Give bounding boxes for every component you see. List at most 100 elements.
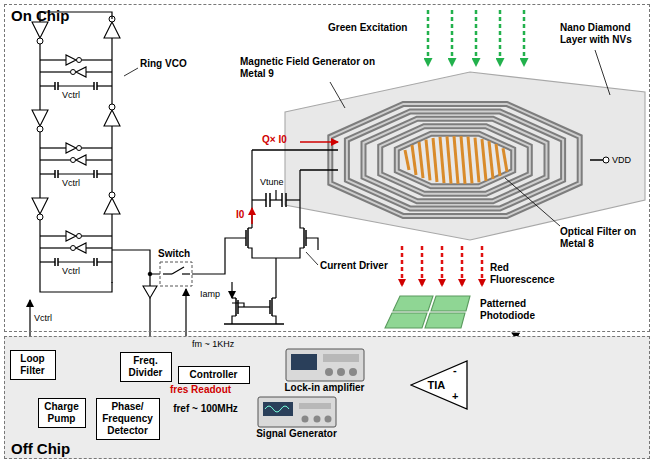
part-label: Patterned Photodiode bbox=[480, 298, 560, 322]
inverter-symbol bbox=[66, 231, 76, 241]
ground-symbol bbox=[224, 323, 284, 324]
node-label: Loop Filter bbox=[14, 353, 52, 377]
part-label: Vctrl bbox=[62, 177, 80, 189]
wire bbox=[82, 147, 112, 148]
wire bbox=[275, 190, 276, 200]
wire bbox=[97, 173, 112, 174]
part-label: fres Readout bbox=[170, 384, 231, 396]
fluorescence-arrow bbox=[441, 246, 444, 286]
process-box: Freq. Divider bbox=[120, 352, 172, 382]
switch-symbol bbox=[172, 267, 184, 274]
wire bbox=[149, 274, 150, 286]
wire bbox=[306, 238, 318, 250]
wire bbox=[40, 235, 66, 236]
wire bbox=[251, 150, 252, 228]
wire bbox=[238, 306, 270, 307]
coil-turn bbox=[397, 134, 513, 186]
bubble bbox=[37, 126, 43, 132]
part-label: Vctrl bbox=[34, 312, 52, 324]
wire bbox=[163, 273, 172, 274]
current-arrow bbox=[300, 141, 338, 143]
part-label: Ring VCO bbox=[140, 58, 187, 70]
wire bbox=[252, 149, 338, 151]
wire bbox=[232, 316, 236, 324]
photodiode-tile bbox=[425, 313, 465, 328]
bubble bbox=[109, 104, 115, 110]
region-title: On Chip bbox=[11, 7, 69, 24]
optical-filter bbox=[440, 137, 444, 183]
leader-line bbox=[306, 252, 318, 265]
wire bbox=[82, 235, 112, 236]
wire bbox=[248, 248, 304, 258]
varactor bbox=[281, 193, 283, 207]
inverter-symbol bbox=[76, 155, 86, 165]
wire bbox=[590, 159, 603, 161]
node-label: Phase/ Frequency Detector bbox=[100, 401, 156, 437]
coil-turn bbox=[397, 134, 513, 186]
excitation-arrow bbox=[523, 10, 526, 66]
coil-turn bbox=[380, 126, 530, 193]
instrument-icon bbox=[257, 396, 337, 428]
part-label: Magnetic Field Generator on Metal 9 bbox=[240, 56, 380, 80]
wire bbox=[192, 238, 246, 274]
wire bbox=[58, 173, 94, 174]
bubble bbox=[77, 234, 82, 239]
amplifier-node: TIA bbox=[410, 360, 468, 410]
node-label: TIA bbox=[410, 360, 468, 410]
wire bbox=[58, 85, 94, 86]
inverter-symbol bbox=[76, 67, 86, 77]
photodiode-tile bbox=[393, 296, 433, 311]
process-box: Controller bbox=[178, 366, 250, 384]
wire bbox=[97, 85, 112, 86]
node-label: Signal Generator bbox=[252, 428, 342, 440]
node-label: Controller bbox=[182, 369, 246, 381]
coil-turn bbox=[330, 104, 579, 216]
wire bbox=[86, 247, 112, 248]
bubble bbox=[77, 58, 82, 63]
transistor bbox=[303, 228, 305, 248]
capacitor bbox=[54, 258, 56, 266]
wire bbox=[86, 159, 112, 160]
transistor bbox=[271, 298, 273, 316]
photodiode-tile bbox=[385, 313, 427, 328]
wire bbox=[39, 220, 40, 286]
part-label: - bbox=[453, 364, 457, 376]
inverter-symbol bbox=[104, 22, 120, 38]
optical-filter bbox=[489, 141, 493, 179]
instrument: Lock-in amplifier bbox=[280, 348, 370, 394]
wire bbox=[300, 170, 304, 228]
fluorescence-arrow bbox=[401, 246, 404, 286]
wire bbox=[252, 199, 266, 200]
part-label: Optical Filter on Metal 8 bbox=[560, 226, 642, 250]
inverter-symbol bbox=[66, 143, 76, 153]
coil-turn bbox=[330, 104, 579, 216]
leader-line bbox=[124, 68, 138, 76]
part-label: Current Driver bbox=[320, 260, 388, 272]
instrument: Signal Generator bbox=[252, 396, 342, 440]
wire bbox=[40, 261, 55, 262]
inverter-symbol bbox=[32, 198, 48, 214]
part-label: Vctrl bbox=[62, 89, 80, 101]
part-label: Iamp bbox=[200, 288, 220, 300]
part-label: + bbox=[452, 390, 458, 402]
current-arrow bbox=[251, 208, 253, 224]
capacitor bbox=[54, 82, 56, 90]
fluorescence-arrow bbox=[481, 246, 484, 286]
wire bbox=[40, 59, 66, 60]
transistor bbox=[247, 228, 249, 248]
wire bbox=[232, 297, 236, 298]
wire bbox=[272, 297, 276, 298]
part-label: Q× I0 bbox=[262, 134, 287, 146]
optical-filter bbox=[503, 148, 507, 171]
coil-turn bbox=[364, 119, 547, 201]
switch-box bbox=[160, 262, 192, 286]
optical-filter bbox=[426, 140, 430, 181]
bubble bbox=[71, 70, 76, 75]
part-label: Switch bbox=[158, 248, 190, 260]
signal-label: fref ~ 100MHz bbox=[172, 403, 239, 415]
instrument-icon bbox=[285, 348, 365, 382]
capacitor bbox=[93, 170, 95, 178]
part-label: VDD bbox=[612, 154, 631, 166]
excitation-arrow bbox=[451, 10, 454, 66]
coil-turn bbox=[380, 126, 530, 193]
